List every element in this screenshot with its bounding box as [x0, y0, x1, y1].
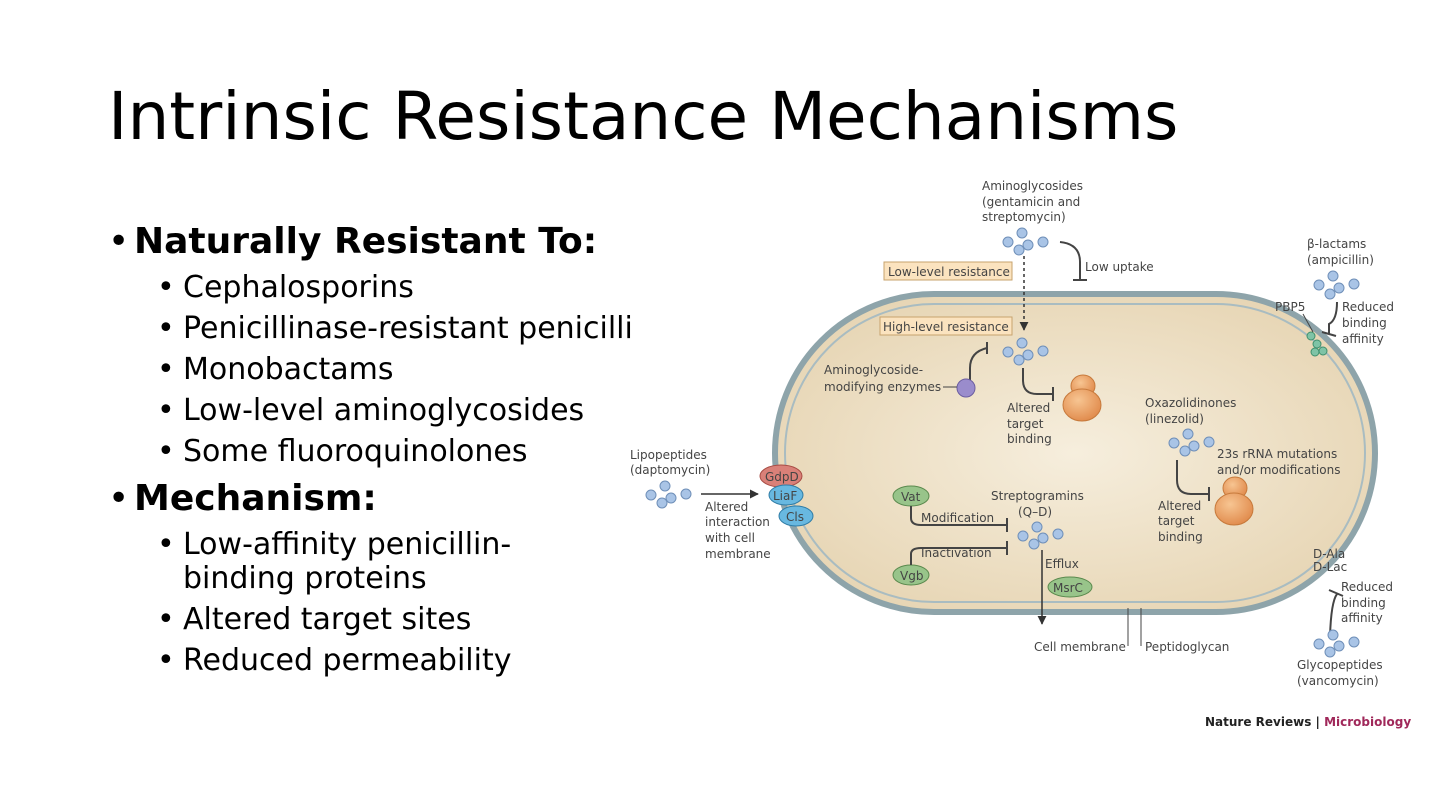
low-level-resistance-label: Low-level resistance — [888, 265, 1010, 279]
altered-target-binding-label-right: Altered target binding — [1158, 499, 1205, 544]
list-item: Monobactams — [108, 353, 632, 388]
list-item: Penicillinase-resistant penicillins — [108, 312, 632, 347]
vgb-label: Vgb — [900, 569, 923, 583]
lipopeptides-label: Lipopeptides (daptomycin) — [630, 448, 711, 477]
low-uptake-label: Low uptake — [1085, 260, 1154, 274]
streptogramins-label: Streptogramins (Q–D) — [991, 489, 1088, 519]
figure-credit: Nature Reviews | Microbiology — [1205, 715, 1411, 729]
aminoglycoside-molecules — [1002, 227, 1049, 256]
glycopeptide-molecules — [1313, 629, 1360, 658]
reduced-binding-affinity-top: Reduced binding affinity — [1342, 300, 1398, 346]
ribosome-top — [1062, 374, 1102, 422]
efflux-label: Efflux — [1045, 557, 1079, 571]
ribosome-right — [1214, 476, 1254, 526]
target-binding-inhibition-line — [1022, 368, 1054, 401]
altered-target-binding-label-top: Altered target binding — [1007, 401, 1054, 446]
cell-wall-inner — [784, 303, 1366, 603]
lipopeptide-molecules — [645, 480, 692, 509]
glycopeptides-label: Glycopeptides (vancomycin) — [1297, 658, 1386, 688]
beta-lactam-molecules — [1313, 270, 1360, 300]
liaf-protein — [768, 484, 804, 506]
vat-label: Vat — [901, 490, 921, 504]
list-item: Altered target sites — [108, 603, 632, 638]
high-level-resistance-label: High-level resistance — [883, 320, 1009, 334]
cell-body — [772, 291, 1378, 615]
aminoglycosides-label: Aminoglycosides (gentamicin and streptom… — [982, 179, 1087, 224]
section-heading-naturally-resistant: Naturally Resistant To: — [108, 220, 632, 264]
internal-aminoglycoside-molecules — [1002, 337, 1049, 366]
msrc-pump — [1047, 576, 1093, 598]
oxazolidinone-molecules — [1168, 428, 1215, 457]
modification-label: Modification — [921, 511, 994, 525]
list-item: Reduced permeability — [108, 644, 632, 679]
inactivation-label: Inactivation — [921, 546, 992, 560]
reduced-binding-affinity-bottom: Reduced binding affinity — [1341, 580, 1397, 625]
list-item: Some fluoroquinolones — [108, 435, 632, 470]
bullet-list: Naturally Resistant To: Cephalosporins P… — [108, 220, 632, 700]
aminoglycoside-modifying-enzyme — [956, 378, 976, 398]
d-lac-label: D-Lac — [1313, 560, 1347, 574]
section-heading-mechanism: Mechanism: — [108, 477, 632, 521]
pbp5-leader — [1302, 313, 1314, 333]
oxazolidinones-label: Oxazolidinones (linezolid) — [1145, 396, 1240, 426]
resistance-mechanism-diagram: Aminoglycosides (gentamicin and streptom… — [630, 179, 1411, 729]
list-item: Low-level aminoglycosides — [108, 394, 632, 429]
low-uptake-bracket — [1059, 241, 1087, 281]
beta-lactam-binding-bracket — [1321, 301, 1338, 337]
list-item: Cephalosporins — [108, 271, 632, 306]
aminoglycoside-modifying-enzymes-label: Aminoglycoside- modifying enzymes — [824, 363, 941, 394]
pbp5-label: PBP5 — [1275, 300, 1305, 314]
streptogramin-molecules — [1017, 521, 1064, 550]
low-level-resistance-box — [883, 261, 1013, 281]
pbp5-protein — [1306, 331, 1328, 357]
d-ala-label: D-Ala — [1313, 547, 1345, 561]
cls-label: Cls — [786, 510, 804, 524]
vgb-inactivation-line — [910, 541, 1008, 565]
msrc-label: MsrC — [1053, 581, 1083, 595]
liaf-label: LiaF — [773, 489, 797, 503]
high-level-resistance-box — [879, 316, 1013, 336]
vat-modification-line — [910, 506, 1008, 532]
gdpd-label: GdpD — [765, 470, 799, 484]
altered-interaction-label: Altered interaction with cell membrane — [705, 500, 774, 561]
enzyme-inhibition-line — [957, 342, 988, 387]
cls-protein — [778, 505, 814, 527]
beta-lactams-label: β-lactams (ampicillin) — [1307, 237, 1374, 267]
peptidoglycan-label: Peptidoglycan — [1145, 640, 1229, 654]
slide-title: Intrinsic Resistance Mechanisms — [108, 78, 1179, 155]
list-item: Low-affinity penicillin-binding proteins — [108, 528, 613, 596]
oxazolidinone-inhibition-line — [1176, 460, 1210, 501]
rrna-mutations-label: 23s rRNA mutations and/or modifications — [1217, 447, 1341, 477]
cell-membrane-label: Cell membrane — [1034, 640, 1126, 654]
